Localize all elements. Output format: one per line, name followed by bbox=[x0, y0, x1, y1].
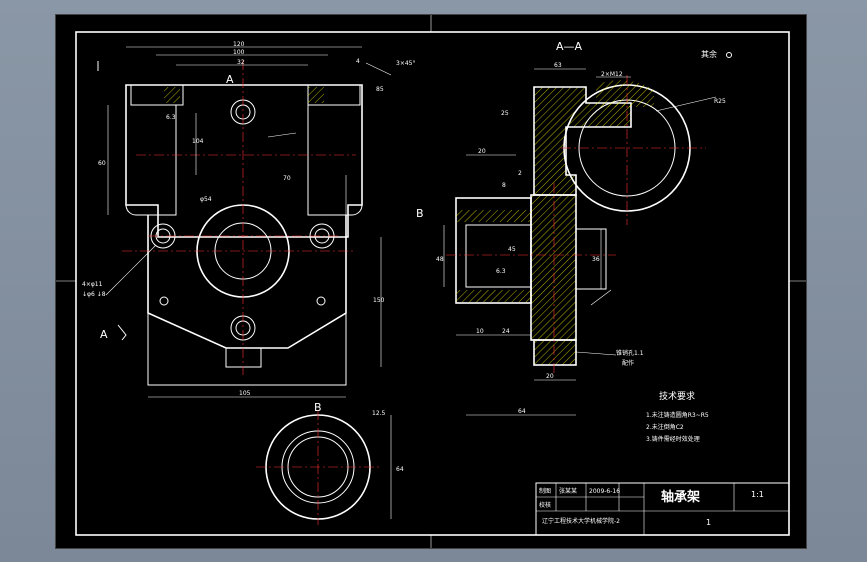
dim-25: 25 bbox=[501, 110, 509, 117]
drawing-frame bbox=[75, 31, 790, 536]
dim-105: 105 bbox=[239, 390, 251, 397]
holes-note: 4×φ11 bbox=[82, 281, 103, 288]
dim-36: 36 bbox=[592, 256, 600, 263]
view-arrow-a: A bbox=[100, 328, 108, 341]
school-name: 辽宁工程技术大学机械学院-2 bbox=[542, 517, 620, 525]
dim-10: 10 bbox=[476, 328, 484, 335]
tb-date: 2009-6-16 bbox=[589, 488, 620, 495]
tb-drawer: 张某某 bbox=[559, 487, 577, 495]
part-name: 轴承架 bbox=[661, 489, 700, 505]
dim-20: 20 bbox=[478, 148, 486, 155]
roughness-other: 其余 bbox=[701, 49, 717, 59]
pin-note: 锥销孔1.1 bbox=[616, 349, 644, 357]
dim-2: 2 bbox=[518, 170, 522, 177]
tb-check-label: 校核 bbox=[539, 501, 551, 509]
dim-20b: 20 bbox=[546, 373, 554, 380]
tech-item-3: 3.铸件需经时效处理 bbox=[646, 435, 700, 443]
pin-note-2: 配作 bbox=[622, 359, 634, 367]
dim-120: 120 bbox=[233, 41, 245, 48]
tech-item-2: 2.未注倒角C2 bbox=[646, 423, 684, 431]
front-view bbox=[97, 46, 392, 398]
bottom-view-label: B bbox=[314, 401, 322, 414]
dim-d54: φ54 bbox=[200, 196, 212, 203]
dim-r25: R25 bbox=[714, 98, 726, 105]
dim-4: 4 bbox=[356, 58, 360, 65]
tech-title: 技术要求 bbox=[659, 390, 695, 402]
section-view bbox=[443, 68, 717, 416]
dim-2xm12: 2×M12 bbox=[601, 71, 623, 78]
scale: 1:1 bbox=[751, 490, 764, 499]
tb-draw-label: 制图 bbox=[539, 487, 551, 495]
drawing-sheet: 120 100 32 4 3×45° 85 60 104 150 φ54 70 … bbox=[56, 15, 806, 548]
dim-150: 150 bbox=[373, 297, 385, 304]
holes-note-2: ↓φ6 ↓8 bbox=[82, 291, 106, 298]
sheet-number: 1 bbox=[706, 518, 711, 527]
dim-64-bottom: 64 bbox=[396, 466, 404, 473]
dim-48: 48 bbox=[436, 256, 444, 263]
title-block bbox=[535, 482, 790, 536]
section-label-a: A bbox=[226, 73, 234, 86]
dim-45: 45 bbox=[508, 246, 516, 253]
front-ra: 6.3 bbox=[166, 114, 176, 121]
dim-70: 70 bbox=[283, 175, 291, 182]
dim-32: 32 bbox=[237, 59, 245, 66]
section-ra: 6.3 bbox=[496, 268, 506, 275]
dim-24: 24 bbox=[502, 328, 510, 335]
view-arrow-b: B bbox=[416, 207, 424, 220]
section-title: A—A bbox=[556, 40, 583, 53]
dim-12-5: 12.5 bbox=[372, 410, 386, 417]
cad-drawing: 120 100 32 4 3×45° 85 60 104 150 φ54 70 … bbox=[56, 15, 806, 548]
dim-64: 64 bbox=[518, 408, 526, 415]
dim-100: 100 bbox=[233, 49, 245, 56]
dim-104: 104 bbox=[192, 138, 204, 145]
tech-item-1: 1.未注铸造圆角R3~R5 bbox=[646, 411, 709, 419]
dim-chamfer: 3×45° bbox=[396, 60, 415, 67]
dim-60: 60 bbox=[98, 160, 106, 167]
dim-8: 8 bbox=[502, 182, 506, 189]
dim-r85: 85 bbox=[376, 86, 384, 93]
bottom-view bbox=[256, 410, 392, 525]
dim-63: 63 bbox=[554, 62, 562, 69]
